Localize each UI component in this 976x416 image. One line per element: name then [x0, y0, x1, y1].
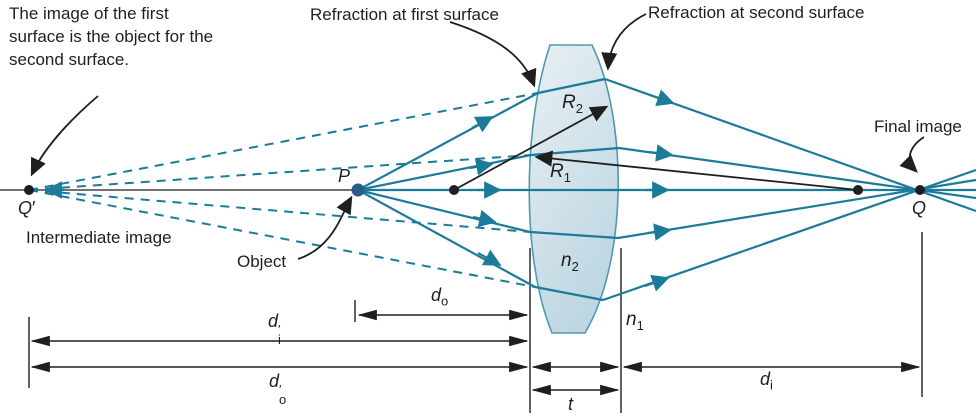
center-of-curvature-2-dot [449, 185, 459, 195]
label-refraction-first: Refraction at first surface [310, 5, 499, 24]
point-label-q: Q [912, 198, 927, 218]
label-n1: n1 [626, 309, 644, 333]
point-label-p: P [338, 166, 351, 186]
note-to-q-prime-arrow [30, 95, 99, 177]
label-r2: R2 [562, 92, 583, 116]
final-image-arrow [899, 136, 925, 173]
label-n2: n2 [561, 250, 579, 274]
object-label-arrow [297, 195, 353, 260]
center-of-curvature-1-dot [853, 185, 863, 195]
label-do-prime: d′o [269, 371, 287, 407]
object-point-p [351, 183, 365, 197]
label-do: do [431, 285, 449, 309]
label-intermediate-image: Intermediate image [26, 228, 172, 247]
label-refraction-second: Refraction at second surface [648, 3, 865, 22]
dimension-lines [28, 232, 923, 397]
label-t: t [568, 394, 574, 414]
intermediate-image-point-q-prime [24, 185, 34, 195]
annotation-arrows [30, 13, 925, 260]
radius-r2-arrow [453, 105, 609, 191]
label-di: di [760, 369, 773, 393]
label-di-prime: d′i [268, 311, 281, 347]
label-final-image: Final image [874, 117, 962, 136]
note-first-surface: The image of the first surface is the ob… [9, 4, 214, 69]
refraction-first-arrow [449, 21, 537, 88]
label-object: Object [237, 252, 287, 271]
ray-direction-arrowheads [469, 89, 675, 292]
label-r1: R1 [550, 161, 571, 185]
final-image-point-q [915, 185, 925, 195]
virtual-rays-from-q-prime [28, 92, 539, 288]
point-label-q-prime: Q′ [18, 198, 36, 218]
refraction-second-arrow [601, 13, 647, 71]
radius-r1-arrow [534, 150, 859, 191]
